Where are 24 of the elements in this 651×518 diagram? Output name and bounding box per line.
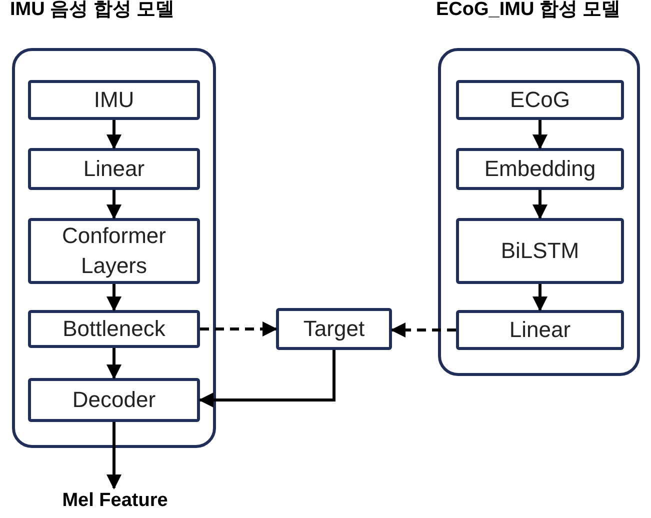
process-box: Decoder (28, 378, 200, 422)
arrow (106, 190, 122, 220)
arrow (532, 190, 548, 220)
arrow (200, 322, 278, 336)
arrow (390, 322, 456, 338)
arrow (532, 284, 548, 312)
process-box: Conformer Layers (28, 218, 200, 284)
arrow (532, 120, 548, 150)
arrow (198, 350, 336, 408)
arrow (106, 284, 122, 312)
process-box: BiLSTM (456, 218, 624, 284)
output-label: Mel Feature (40, 488, 190, 514)
process-box: IMU (28, 80, 200, 120)
arrow (106, 120, 122, 150)
process-box: Linear (456, 310, 624, 350)
process-box: Bottleneck (28, 310, 200, 348)
group-title: ECoG_IMU 합성 모델 (436, 0, 621, 22)
process-box: ECoG (456, 80, 624, 120)
group-title: IMU 음성 합성 모델 (10, 0, 175, 22)
process-box: Target (276, 308, 392, 350)
arrow (106, 348, 122, 380)
process-box: Linear (28, 148, 200, 190)
arrow (106, 422, 122, 490)
process-box: Embedding (456, 148, 624, 190)
